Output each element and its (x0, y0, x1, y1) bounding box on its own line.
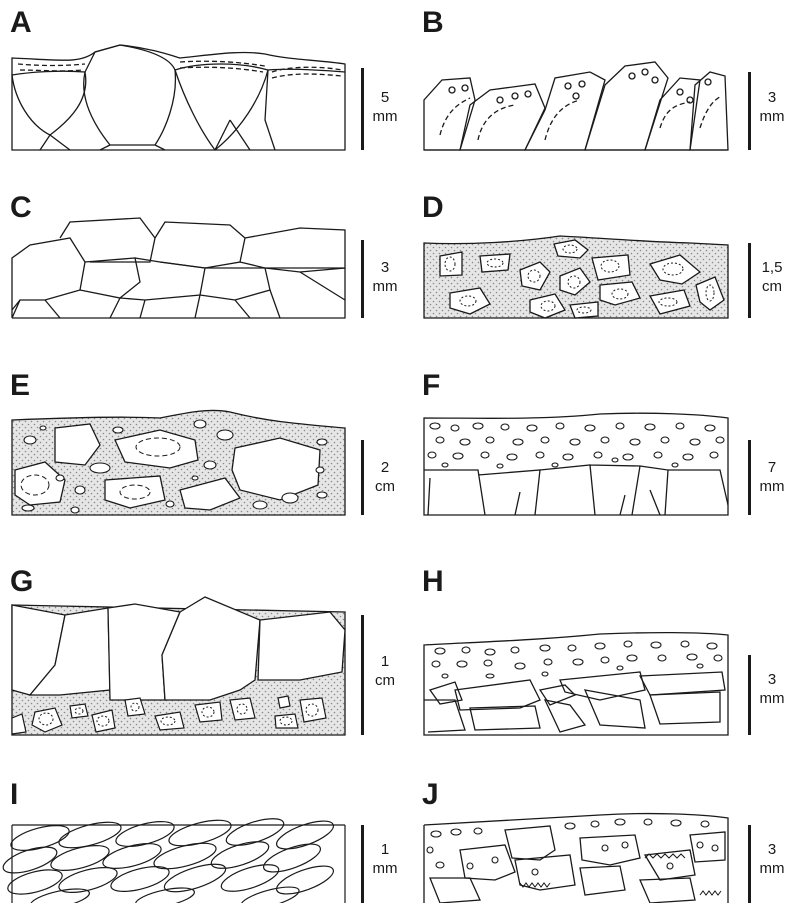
scale-bar (748, 825, 751, 903)
